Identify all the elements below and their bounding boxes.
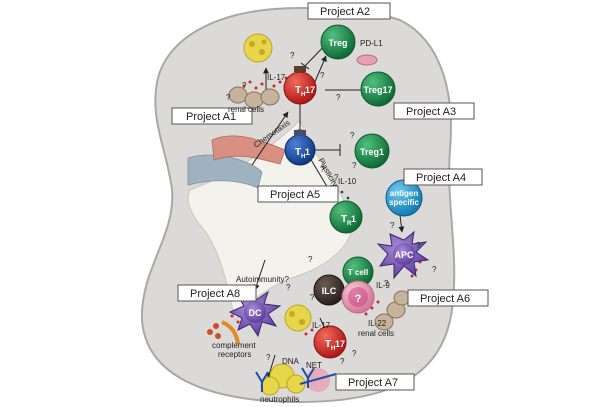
renal-pelvis [187, 119, 353, 322]
antigen-line1: antigen [390, 189, 419, 198]
complement-shape [207, 320, 240, 345]
th17-bottom-cell [313, 325, 347, 359]
il9-label: IL-9 [376, 281, 390, 290]
antigen-line2: specific [389, 198, 419, 207]
net-blob [299, 368, 337, 392]
svg-text:?: ? [432, 265, 437, 274]
unknown-label: ? [355, 293, 362, 305]
svg-text:?: ? [266, 353, 271, 362]
project-a6-box [407, 289, 489, 307]
tr1-cell [329, 200, 363, 234]
dna-label: DNA [282, 357, 300, 366]
th17-top-main: T [295, 85, 301, 96]
complement-line1: complement [212, 341, 256, 350]
dc-cell [228, 290, 282, 338]
pdl1-blob [356, 54, 378, 66]
renal-cells-bottom-label: renal cells [358, 329, 394, 338]
svg-text:?: ? [334, 173, 339, 182]
th1-mid-cell [284, 130, 316, 166]
renal-cells-top [228, 86, 280, 109]
svg-text:?: ? [352, 349, 357, 358]
renal-cell-cluster-bottom [284, 304, 312, 332]
svg-text:?: ? [242, 81, 247, 90]
svg-text:?: ? [286, 283, 291, 292]
th17-bottom-sub: H [331, 346, 335, 352]
il22-label: IL-22 [368, 319, 387, 328]
project-a7-label: Project A7 [348, 377, 398, 389]
svg-text:?: ? [308, 255, 313, 264]
project-a2-label: Project A2 [320, 6, 370, 18]
il17-bottom-label: IL-17 [312, 321, 331, 330]
treg17-label: Treg17 [363, 85, 392, 95]
project-a3-box [393, 102, 475, 120]
treg-cell [320, 24, 356, 60]
pdl1-label: PD-L1 [360, 39, 383, 48]
tr1-num: 1 [351, 214, 356, 224]
project-a1-box [171, 107, 253, 125]
neutrophil-cluster [260, 363, 306, 396]
treg17-cell [360, 71, 396, 107]
th1-mid-sub: H [301, 154, 305, 160]
project-a8-label: Project A8 [190, 288, 240, 300]
question-marks: ??? ??? ??? ??? ??? ??? ? [226, 51, 437, 366]
svg-text:?: ? [320, 71, 325, 80]
project-a5-box [257, 185, 339, 203]
project-a3-label: Project A3 [406, 106, 456, 118]
th17-top-cell [283, 66, 317, 105]
svg-text:?: ? [290, 51, 295, 60]
complement-line2: receptors [218, 350, 251, 359]
il10-label: IL-10 [338, 177, 357, 186]
apc-cell [376, 230, 430, 280]
ilc-label: ILC [322, 286, 337, 296]
neutrophil-antibody-glyphs [255, 367, 315, 392]
svg-text:?: ? [350, 131, 355, 140]
svg-text:?: ? [352, 161, 357, 170]
apc-label: APC [394, 250, 414, 260]
th17-top-sub: H [301, 92, 305, 98]
project-a8-box [177, 284, 257, 302]
project-a7-box [335, 373, 415, 391]
svg-text:?: ? [416, 241, 421, 250]
svg-text:?: ? [340, 357, 345, 366]
svg-text:?: ? [226, 93, 231, 102]
tr1-main: T [341, 214, 347, 225]
project-a4-box [403, 168, 483, 186]
project-a6-label: Project A6 [420, 293, 470, 305]
th17-top-num: 17 [305, 85, 315, 95]
treg-label: Treg [328, 38, 347, 48]
th1-mid-num: 1 [305, 147, 310, 157]
renal-artery [211, 135, 286, 165]
unknown-cell [341, 280, 375, 314]
project-a1-label: Project A1 [186, 111, 236, 123]
dc-label: DC [249, 308, 262, 318]
autoimmunity-label: Autoimmunity? [236, 275, 289, 284]
project-a4-label: Project A4 [416, 172, 466, 184]
svg-text:?: ? [320, 165, 325, 174]
svg-text:?: ? [384, 279, 389, 288]
tcell-label: T cell [348, 268, 368, 277]
th17-bottom-num: 17 [335, 339, 345, 349]
svg-text:?: ? [336, 93, 341, 102]
treg1-cell [354, 133, 390, 169]
il17-top-label: IL-17 [267, 73, 286, 82]
renal-cells-bottom [374, 290, 411, 331]
svg-text:?: ? [310, 293, 315, 302]
renal-cells-top-label: renal cells [228, 105, 264, 114]
renal-cell-cluster-top [243, 33, 273, 63]
treg1-label: Treg1 [360, 147, 384, 157]
svg-text:?: ? [390, 221, 395, 230]
neutrophils-label: neutrophils [260, 395, 299, 404]
th1-mid-main: T [295, 147, 301, 158]
project-a5-label: Project A5 [270, 189, 320, 201]
th17-bottom-main: T [325, 339, 331, 350]
tr1-sub: R [347, 221, 352, 227]
net-label: NET [306, 361, 322, 370]
project-a2-box [307, 2, 391, 20]
